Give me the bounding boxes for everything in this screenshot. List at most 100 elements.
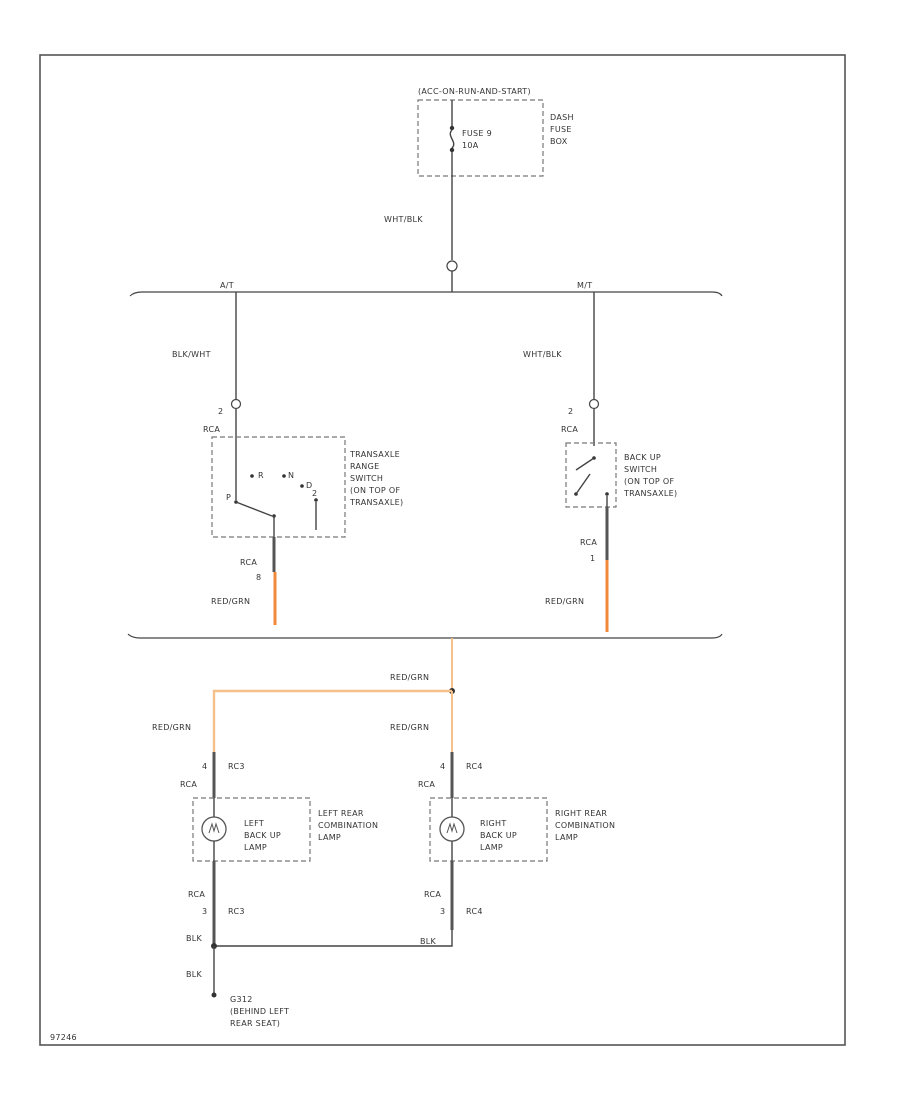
at-in-wire-label: BLK/WHT — [172, 350, 211, 359]
fuse-terminal-top — [449, 125, 455, 131]
pos-r-label: R — [258, 471, 264, 480]
mt-conn-top: RCA — [561, 425, 578, 434]
ground-label-2: REAR SEAT) — [230, 1019, 280, 1028]
mt-pin-bottom: 1 — [590, 554, 595, 563]
right-bulb-icon — [439, 816, 465, 842]
pos-d-label: D — [306, 481, 312, 490]
transaxle-label-2: RANGE — [350, 462, 379, 471]
left-assembly-label-3: LAMP — [318, 833, 341, 842]
left-conn-bottom: RCA — [188, 890, 205, 899]
mt-pin-top: 2 — [568, 407, 573, 416]
backup-switch-contact-bottom — [605, 492, 609, 496]
mt-conn-bottom: RCA — [580, 538, 597, 547]
at-conn-top: RCA — [203, 425, 220, 434]
fuse-terminal-bottom — [449, 147, 455, 153]
diagram-frame — [39, 54, 846, 1046]
left-bulb-icon — [201, 816, 227, 842]
transaxle-label-4: (ON TOP OF — [350, 486, 400, 495]
backup-switch-box — [565, 442, 617, 508]
fuse-box-label-2: FUSE — [550, 125, 572, 134]
ground-label-1: (BEHIND LEFT — [230, 1007, 289, 1016]
transaxle-label-1: TRANSAXLE — [349, 450, 400, 459]
junction-wire-label: RED/GRN — [390, 673, 429, 682]
right-assembly-label-1: RIGHT REAR — [555, 809, 607, 818]
left-combination-lamp-box — [192, 797, 311, 862]
fuse-out-wire-label: WHT/BLK — [384, 215, 423, 224]
at-branch-label: A/T — [220, 281, 234, 290]
left-assembly-label-1: LEFT REAR — [318, 809, 364, 818]
contact-2 — [314, 498, 318, 502]
right-assembly-label-2: COMBINATION — [555, 821, 615, 830]
fuse-symbol — [449, 129, 455, 149]
right-lamp-label-1: RIGHT — [480, 819, 507, 828]
right-bulb-filament — [446, 822, 458, 834]
fuse-box-label-3: BOX — [550, 137, 568, 146]
left-lamp-label-2: BACK UP — [244, 831, 281, 840]
backup-switch-arm — [575, 473, 591, 495]
pos-p-label: P — [226, 493, 231, 502]
fuse-rating: 10A — [462, 141, 479, 150]
left-lamp-in-label: RED/GRN — [152, 723, 191, 732]
left-bulb-filament — [208, 822, 220, 834]
backup-label-4: TRANSAXLE) — [623, 489, 677, 498]
backup-label-3: (ON TOP OF — [624, 477, 674, 486]
at-conn-bottom: RCA — [240, 558, 257, 567]
left-pin-top: 4 — [202, 762, 207, 771]
at-pin-bottom: 8 — [256, 573, 261, 582]
at-connector-symbol — [230, 398, 242, 410]
right-conn-id-top: RC4 — [466, 762, 483, 771]
mt-in-wire-label: WHT/BLK — [523, 350, 562, 359]
left-lamp-label-3: LAMP — [244, 843, 267, 852]
backup-switch-lead — [575, 457, 595, 471]
fuse-box-label-1: DASH — [550, 113, 574, 122]
contact-d — [300, 484, 304, 488]
left-conn-top: RCA — [180, 780, 197, 789]
left-assembly-label-2: COMBINATION — [318, 821, 378, 830]
ground-left2-label: BLK — [186, 970, 203, 979]
transaxle-label-3: SWITCH — [350, 474, 383, 483]
right-lamp-in-label: RED/GRN — [390, 723, 429, 732]
backup-label-2: SWITCH — [624, 465, 657, 474]
fuse-box — [417, 99, 544, 177]
ground-id: G312 — [230, 995, 253, 1004]
right-combination-lamp-box — [429, 797, 548, 862]
upper-bus — [129, 291, 723, 297]
left-conn-id-top: RC3 — [228, 762, 245, 771]
transaxle-range-switch-box — [211, 436, 346, 538]
connector-symbol — [446, 260, 458, 272]
right-pin-top: 4 — [440, 762, 445, 771]
right-assembly-label-3: LAMP — [555, 833, 578, 842]
fuse-box-header: (ACC-ON-RUN-AND-START) — [418, 87, 531, 96]
right-lamp-label-3: LAMP — [480, 843, 503, 852]
lower-bus — [127, 633, 723, 639]
range-switch-arm — [235, 501, 273, 517]
left-lamp-label-1: LEFT — [244, 819, 264, 828]
pos-n-label: N — [288, 471, 294, 480]
at-pin-top: 2 — [218, 407, 223, 416]
right-conn-top: RCA — [418, 780, 435, 789]
mt-connector-symbol — [588, 398, 600, 410]
junction-to-left-lamp-wire — [212, 689, 452, 752]
mt-out-wire-label: RED/GRN — [545, 597, 584, 606]
mt-branch-label: M/T — [577, 281, 592, 290]
right-lamp-ground-wire — [214, 930, 453, 947]
right-pin-bottom: 3 — [440, 907, 445, 916]
backup-label-1: BACK UP — [624, 453, 661, 462]
at-out-wire-label: RED/GRN — [211, 597, 250, 606]
left-pin-bottom: 3 — [202, 907, 207, 916]
contact-r — [250, 474, 254, 478]
ground-mid-label: BLK — [420, 937, 437, 946]
pos-2-label: 2 — [312, 489, 317, 498]
contact-n — [282, 474, 286, 478]
right-lamp-label-2: BACK UP — [480, 831, 517, 840]
fuse-name: FUSE 9 — [462, 129, 492, 138]
right-conn-bottom: RCA — [424, 890, 441, 899]
figure-id: 97246 — [50, 1033, 77, 1042]
right-conn-id-bottom: RC4 — [466, 907, 483, 916]
left-conn-id-bottom: RC3 — [228, 907, 245, 916]
ground-left-label: BLK — [186, 934, 203, 943]
ground-point-icon — [211, 992, 217, 998]
transaxle-label-5: TRANSAXLE) — [349, 498, 403, 507]
